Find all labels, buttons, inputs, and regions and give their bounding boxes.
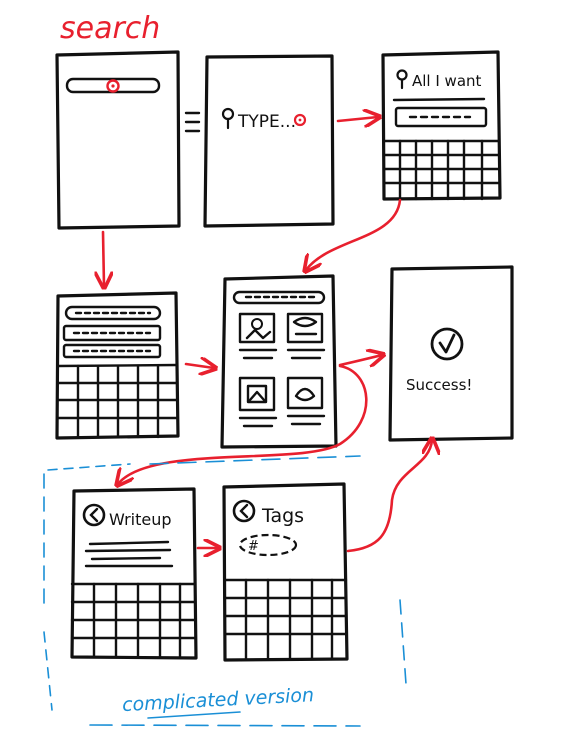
writeup-label: Writeup xyxy=(109,510,172,529)
screen-image-results xyxy=(220,274,338,449)
search-icon xyxy=(221,107,235,130)
keyboard-grid xyxy=(56,363,179,439)
tags-label: Tags xyxy=(261,505,304,527)
page-title: search xyxy=(60,11,160,46)
search-icon xyxy=(396,69,408,90)
screen-success: Success! xyxy=(388,265,514,442)
success-label: Success! xyxy=(406,376,472,394)
complicated-version-group: complicated version xyxy=(43,455,407,727)
tag-chip-hash: # xyxy=(248,539,259,554)
keyboard-grid xyxy=(223,578,348,661)
equals-sign xyxy=(184,111,201,133)
keyboard-grid xyxy=(382,139,501,201)
check-circle-icon xyxy=(430,327,464,361)
screen-writeup: Writeup xyxy=(70,487,198,660)
screen-search-results-keyboard xyxy=(55,291,180,440)
type-label: TYPE... xyxy=(237,112,296,132)
screen-search xyxy=(55,50,181,230)
query-label: All I want xyxy=(412,72,482,90)
keyboard-grid xyxy=(70,582,197,659)
screen-tags: Tags # xyxy=(222,482,349,662)
group-label: complicated version xyxy=(122,684,315,716)
back-icon xyxy=(232,499,256,523)
screen-suggestions: All I want xyxy=(381,50,502,201)
screen-typing: TYPE... xyxy=(203,54,335,228)
tag-chip xyxy=(238,533,298,557)
back-icon xyxy=(82,503,106,527)
